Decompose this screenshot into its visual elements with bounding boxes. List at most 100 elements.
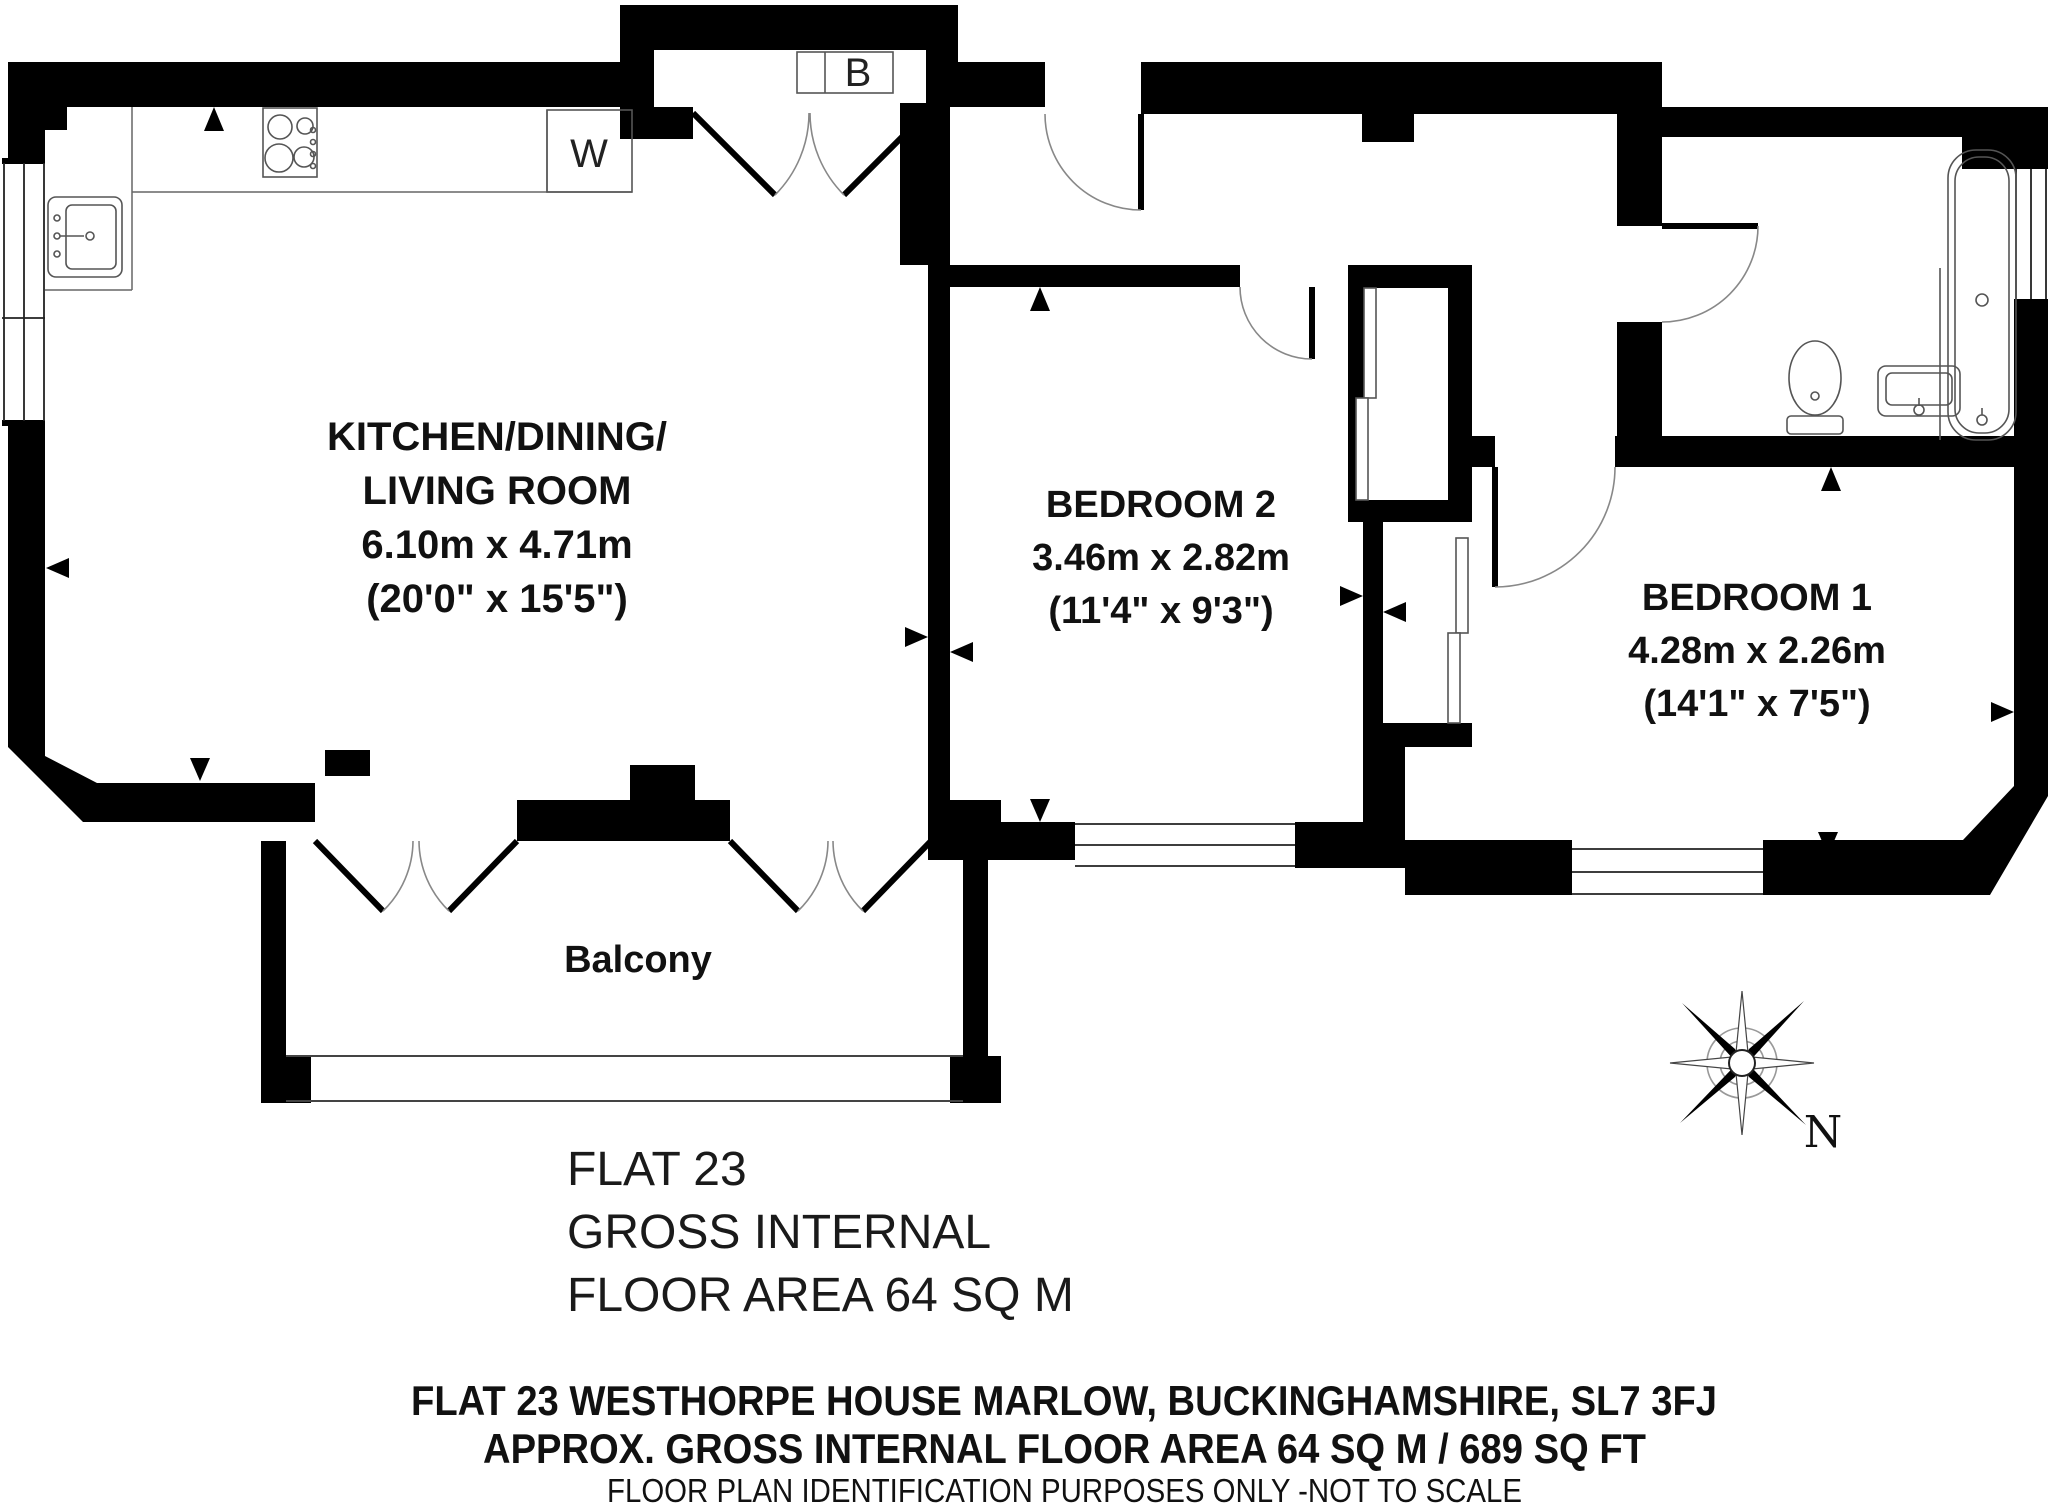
bathroom-fixtures: [1786, 149, 2017, 441]
wall-left-upper: [8, 62, 45, 163]
wall-living-southwest: [8, 747, 315, 822]
wall-bed2-south-right: [1295, 822, 1405, 868]
wall-balcony-left-foot: [261, 1056, 311, 1103]
compass-point-se-icon: [1737, 1052, 1806, 1125]
room-labels: KITCHEN/DINING/ LIVING ROOM 6.10m x 4.71…: [327, 51, 1886, 981]
wall-left-lower: [8, 425, 45, 747]
wall-hall-step: [1362, 114, 1414, 142]
wall-corner-step: [45, 107, 67, 130]
washer-box: [546, 109, 633, 193]
window-living-left: [2, 158, 45, 426]
balcony-door-left: [312, 838, 520, 914]
wall-bed1-top-left: [1460, 436, 1495, 467]
window-bed2: [1075, 823, 1295, 867]
arrow-bed1-top: [1821, 467, 1841, 491]
basin: [1877, 365, 1961, 417]
arrow-living-top: [204, 107, 224, 131]
footer-disclaimer: FLOOR PLAN IDENTIFICATION PURPOSES ONLY …: [607, 1472, 1522, 1506]
boiler-box: [796, 51, 894, 94]
summary-line3: FLOOR AREA 64 SQ M: [567, 1269, 1074, 1322]
arrow-living-left: [46, 558, 69, 578]
summary-line2: GROSS INTERNAL: [567, 1206, 991, 1259]
wall-bed2-top: [950, 265, 1240, 287]
compass-point-nw-icon: [1682, 1003, 1746, 1073]
walls: [8, 5, 2048, 1103]
kitchen-fixtures: [45, 51, 894, 291]
wall-bathroom-topright: [1962, 107, 2048, 169]
footer-block: FLAT 23 WESTHORPE HOUSE MARLOW, BUCKINGH…: [411, 1377, 1717, 1506]
bed1-dims-ft: (14'1" x 7'5"): [1643, 683, 1870, 725]
living-name-2: LIVING ROOM: [363, 469, 632, 513]
balcony-door-right: [727, 838, 934, 914]
wall-living-bed2: [928, 265, 950, 822]
balcony-label: Balcony: [564, 939, 712, 981]
bed2-name: BEDROOM 2: [1046, 484, 1276, 526]
window-bathroom: [2015, 169, 2047, 299]
wall-right-bathroom: [2014, 299, 2048, 467]
bathtub: [1947, 149, 2017, 441]
doors: [312, 110, 1759, 914]
wall-cupboard-right: [1448, 265, 1472, 507]
bed2-dims-m: 3.46m x 2.82m: [1032, 537, 1290, 579]
bedroom2-label: BEDROOM 2 3.46m x 2.82m (11'4" x 9'3"): [1032, 484, 1290, 632]
kitchen-counter: [45, 107, 632, 291]
compass-point-ne-icon: [1738, 1001, 1804, 1074]
wall-living-south-mid: [517, 800, 730, 841]
wall-step-south: [630, 765, 695, 800]
front-door: [1044, 113, 1144, 211]
footer-area: APPROX. GROSS INTERNAL FLOOR AREA 64 SQ …: [483, 1425, 1646, 1472]
wall-block-door-hinge: [325, 750, 370, 776]
footer-address: FLAT 23 WESTHORPE HOUSE MARLOW, BUCKINGH…: [411, 1377, 1717, 1424]
wall-bathroom-left-lower: [1617, 322, 1662, 436]
wall-bed1-top: [1615, 436, 2048, 467]
wall-cupboard-top: [1348, 265, 1472, 288]
wall-bed1-south-left: [1405, 840, 1572, 895]
arrow-cupboard: [1383, 602, 1406, 622]
wall-balcony-right-foot: [950, 1056, 1001, 1103]
windows: [2, 158, 2047, 895]
bed1-door: [1492, 466, 1616, 588]
arrow-living-right: [905, 627, 928, 647]
arrow-bed1-right: [1991, 702, 2014, 722]
washer-label: W: [570, 132, 608, 176]
bed1-name: BEDROOM 1: [1642, 577, 1872, 619]
wall-bathroom-top: [1662, 107, 1962, 137]
arrow-bed2-top: [1030, 287, 1050, 311]
wall-lobby-top: [620, 5, 958, 50]
living-dims-m: 6.10m x 4.71m: [361, 523, 632, 567]
arrow-bed2-bottom: [1030, 799, 1050, 822]
wardrobe-bed1-doors: [1447, 537, 1469, 724]
bathroom-door: [1661, 223, 1759, 323]
bed2-dims-ft: (11'4" x 9'3"): [1048, 590, 1273, 632]
wall-cupboard-bottom: [1363, 723, 1472, 747]
wall-balcony-right: [963, 841, 988, 1056]
wall-balcony-left: [261, 841, 286, 1056]
kitchen-sink: [47, 196, 123, 278]
wall-bed1-south-chamfer: [1763, 730, 2048, 895]
wall-cupboard-divider: [1348, 500, 1472, 522]
wall-lobby-step: [640, 107, 693, 139]
wall-bathroom-left-upper: [1617, 114, 1662, 226]
compass-rose: N: [1669, 990, 1842, 1158]
entrance-double-door: [690, 110, 929, 198]
living-room-label: KITCHEN/DINING/ LIVING ROOM 6.10m x 4.71…: [327, 415, 667, 621]
summary-block: FLAT 23 GROSS INTERNAL FLOOR AREA 64 SQ …: [567, 1143, 1074, 1322]
summary-line1: FLAT 23: [567, 1143, 747, 1196]
balcony-railing: [286, 1055, 963, 1102]
arrow-bed2-left: [950, 642, 973, 662]
bed1-dims-m: 4.28m x 2.26m: [1628, 630, 1886, 672]
wall-hall-top-left: [926, 62, 1045, 107]
window-bed1: [1572, 848, 1763, 895]
wall-bed2-south-left: [928, 822, 1075, 860]
arrow-living-bottom: [190, 758, 210, 781]
toilet: [1786, 340, 1844, 435]
wall-cupboard-left-lower: [1363, 522, 1383, 723]
wardrobe-bed2-doors: [1355, 287, 1377, 501]
bed2-door: [1239, 286, 1315, 360]
boiler-label: B: [845, 51, 872, 95]
hob: [262, 107, 318, 178]
cupboards: [1355, 287, 1469, 724]
wall-hall-top-right: [1141, 62, 1662, 114]
